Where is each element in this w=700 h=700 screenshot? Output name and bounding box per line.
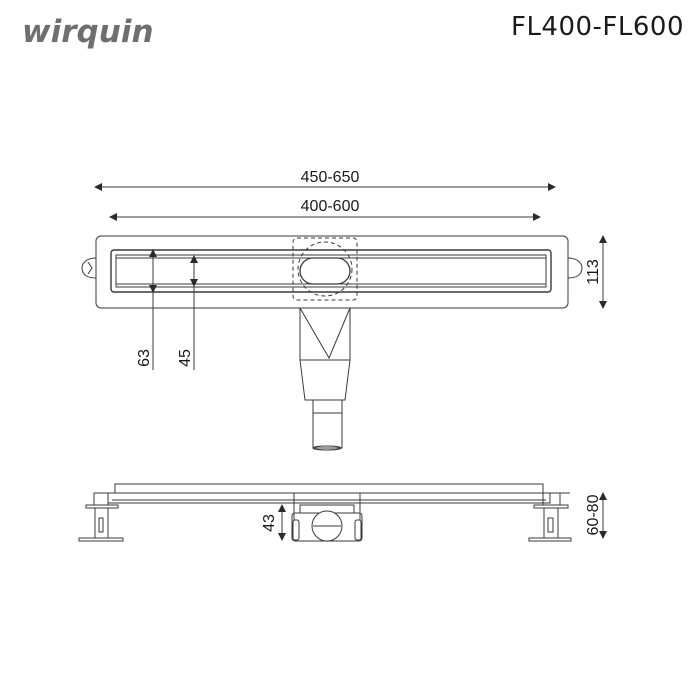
left-foot-leg xyxy=(94,507,109,539)
right-foot-screw xyxy=(547,517,554,533)
outlet-hidden-circle xyxy=(297,241,353,297)
overall-length-label: 450-650 xyxy=(301,169,360,186)
top-view xyxy=(81,183,607,451)
drain-body-outline xyxy=(95,235,569,309)
model-title: FL400-FL600 xyxy=(510,12,684,42)
left-lug-inner xyxy=(87,261,93,275)
outlet-pipe xyxy=(312,399,343,449)
outlet-slot xyxy=(299,257,351,285)
adjustable-height-label: 60-80 xyxy=(585,494,602,535)
left-foot-head xyxy=(93,492,109,506)
grate-length-label: 400-600 xyxy=(301,198,360,215)
channel-inner-label: 45 xyxy=(177,349,194,367)
outlet-taper xyxy=(299,359,351,401)
grate-top xyxy=(114,483,544,494)
outlet-clip-right xyxy=(354,519,362,541)
brand-logo: wirquin xyxy=(22,14,154,50)
outlet-neck-cross xyxy=(299,307,351,360)
left-lug xyxy=(81,257,97,279)
body-left-end xyxy=(107,493,112,504)
channel-inner xyxy=(115,254,547,288)
channel-outer xyxy=(110,249,552,293)
outlet-hidden-box xyxy=(292,237,358,301)
outlet-pipe-end xyxy=(312,445,342,451)
right-foot-base xyxy=(528,537,572,542)
outlet-neck xyxy=(299,308,351,361)
outlet-clip-left xyxy=(292,519,300,541)
body-width-label: 113 xyxy=(585,259,602,285)
left-foot-screw xyxy=(98,517,104,533)
channel-outer-label: 63 xyxy=(136,349,153,367)
left-foot-base xyxy=(78,537,124,542)
right-lug xyxy=(567,257,583,279)
outlet-height-label: 43 xyxy=(261,514,278,532)
side-view xyxy=(78,483,607,542)
body-right-end xyxy=(546,493,551,504)
right-foot-leg xyxy=(543,507,559,539)
